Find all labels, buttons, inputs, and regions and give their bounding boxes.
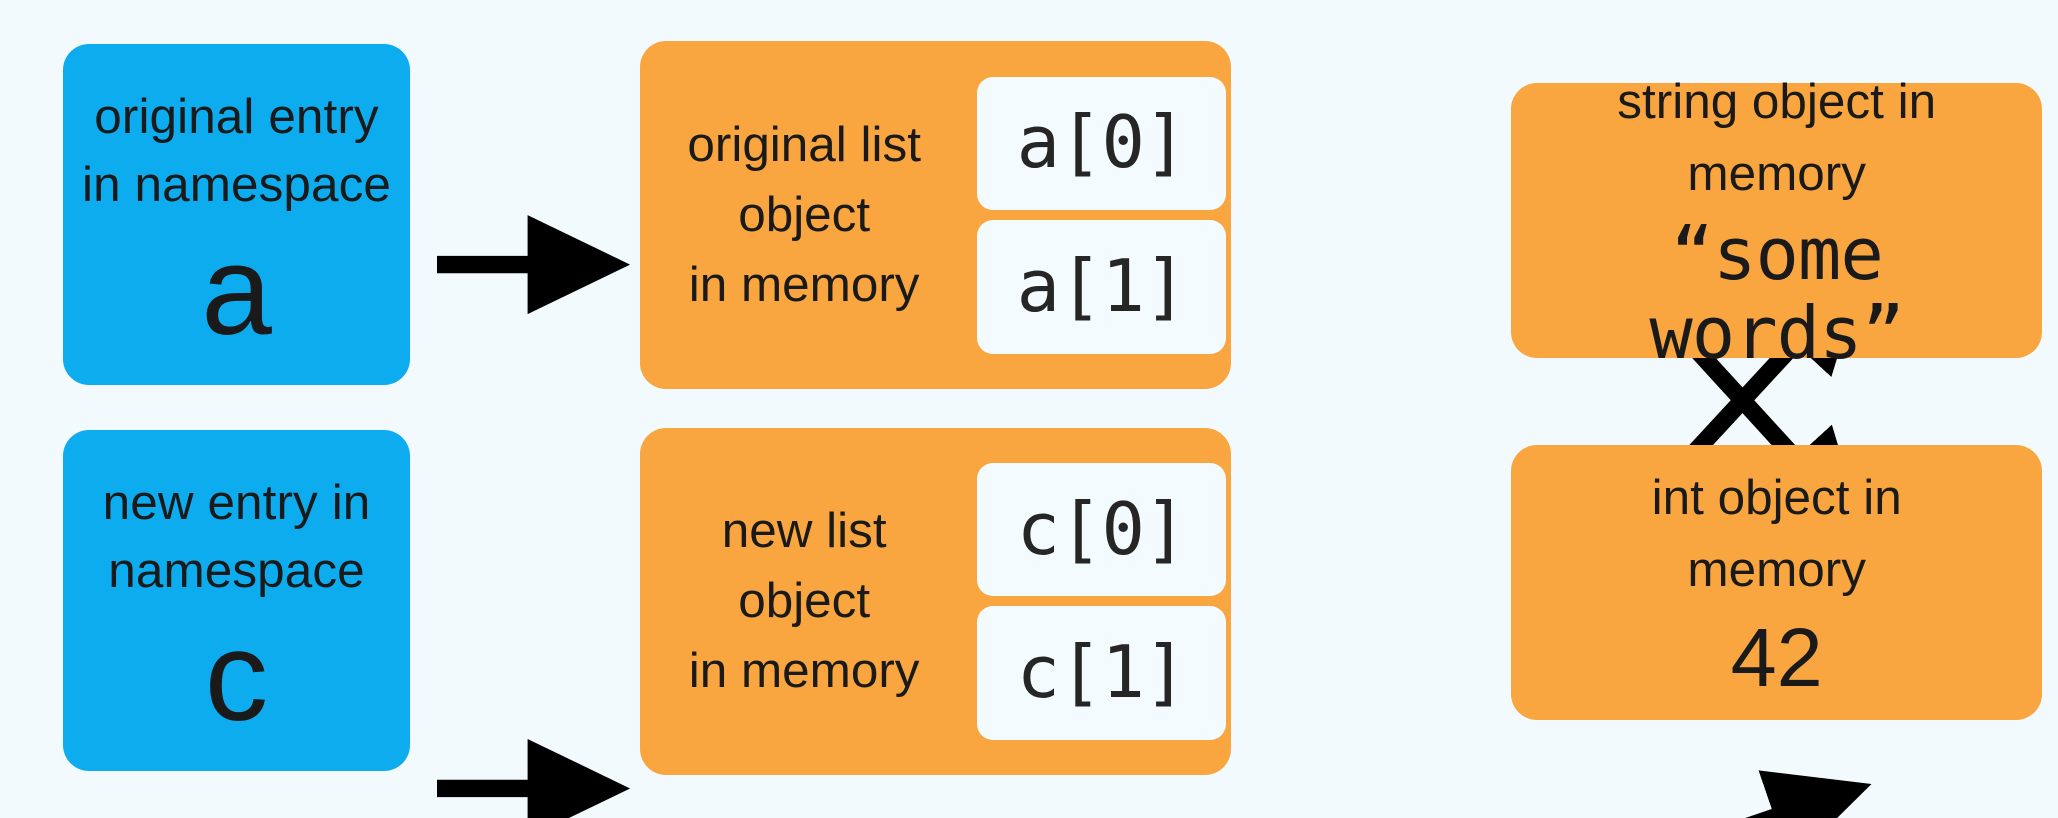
namespace-c-label-line1: new entry in xyxy=(102,474,371,530)
int-object-value: 42 xyxy=(1730,610,1823,704)
namespace-a-label-line1: original entry xyxy=(94,88,379,144)
new-list-object-box[interactable]: new list object in memory c[0] c[1] xyxy=(640,427,1231,776)
new-list-cells: c[0] c[1] xyxy=(977,462,1226,740)
string-object-value: “some words” xyxy=(1649,212,1905,377)
list-cell-c0[interactable]: c[0] xyxy=(977,462,1226,597)
original-list-description: original list object in memory xyxy=(645,110,963,321)
int-object-label-line1: int object in xyxy=(1651,470,1902,526)
namespace-a-name: a xyxy=(201,219,272,362)
namespace-a-label-line2: in namespace xyxy=(82,157,392,212)
original-list-desc-line3: in memory xyxy=(688,257,920,313)
list-cell-a1[interactable]: a[1] xyxy=(977,220,1226,354)
string-object-label-line1: string object in xyxy=(1617,74,1937,130)
namespace-c-label-line2: namespace xyxy=(108,543,365,599)
new-list-description: new list object in memory xyxy=(645,496,963,707)
namespace-box-a[interactable]: original entry in namespace a xyxy=(62,44,411,385)
list-cell-a0[interactable]: a[0] xyxy=(977,76,1226,211)
original-list-cells: a[0] a[1] xyxy=(977,76,1226,354)
string-object-box[interactable]: string object in memory “some words” xyxy=(1511,74,2042,374)
original-list-desc-line1: original list xyxy=(687,116,921,172)
original-list-desc-line2: object xyxy=(738,187,871,243)
namespace-box-c[interactable]: new entry in namespace c xyxy=(62,430,411,772)
namespace-c-name: c xyxy=(204,605,269,748)
int-object-box[interactable]: int object in memory 42 xyxy=(1511,445,2042,721)
new-list-desc-line3: in memory xyxy=(688,643,920,699)
list-cell-c1[interactable]: c[1] xyxy=(977,606,1226,740)
new-list-desc-line1: new list xyxy=(721,503,887,559)
arrow-c1-to-int-line xyxy=(1745,770,1872,818)
original-list-object-box[interactable]: original list object in memory a[0] a[1] xyxy=(640,41,1231,389)
int-object-label-line2: memory xyxy=(1687,542,1866,598)
new-list-desc-line2: object xyxy=(738,573,871,629)
string-object-label-line2: memory xyxy=(1687,146,1866,202)
